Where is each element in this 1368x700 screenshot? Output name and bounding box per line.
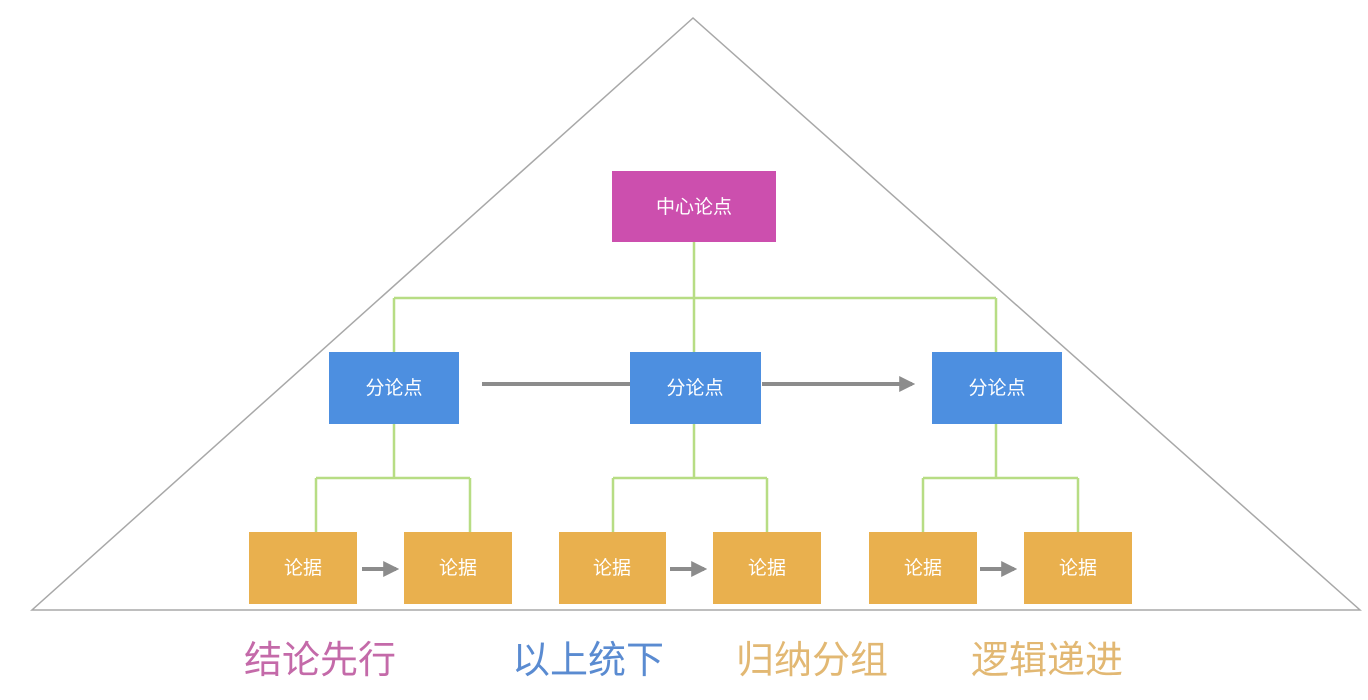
evidence-label: 论据 bbox=[748, 557, 786, 579]
sub-point-node: 分论点 bbox=[329, 352, 459, 424]
evidence-node: 论据 bbox=[869, 532, 977, 604]
sub-point-label: 分论点 bbox=[666, 377, 723, 399]
evidence-label: 论据 bbox=[593, 557, 631, 579]
central-node: 中心论点 bbox=[612, 171, 776, 242]
evidence-label: 论据 bbox=[439, 557, 477, 579]
progression-arrows bbox=[362, 376, 1018, 577]
evidence-label: 论据 bbox=[284, 557, 322, 579]
sub-point-node: 分论点 bbox=[932, 352, 1062, 424]
sub-point-label: 分论点 bbox=[968, 377, 1025, 399]
evidence-node: 论据 bbox=[559, 532, 666, 604]
principle-grouping: 归纳分组 bbox=[736, 638, 888, 682]
sub-point-node: 分论点 bbox=[630, 352, 761, 424]
principles-row: 结论先行 以上统下 归纳分组 逻辑递进 bbox=[244, 638, 1123, 682]
tree-connectors bbox=[314, 242, 1080, 532]
sub-point-label: 分论点 bbox=[365, 377, 422, 399]
evidence-node: 论据 bbox=[404, 532, 512, 604]
pyramid-outline bbox=[30, 16, 1362, 611]
evidence-node: 论据 bbox=[713, 532, 821, 604]
principle-conclusion-first: 结论先行 bbox=[244, 638, 396, 682]
central-node-label: 中心论点 bbox=[656, 196, 732, 218]
evidence-node: 论据 bbox=[249, 532, 357, 604]
evidence-node: 论据 bbox=[1024, 532, 1132, 604]
principle-top-down: 以上统下 bbox=[512, 638, 664, 682]
evidence-label: 论据 bbox=[904, 557, 942, 579]
principle-progression: 逻辑递进 bbox=[971, 638, 1123, 682]
evidence-label: 论据 bbox=[1059, 557, 1097, 579]
